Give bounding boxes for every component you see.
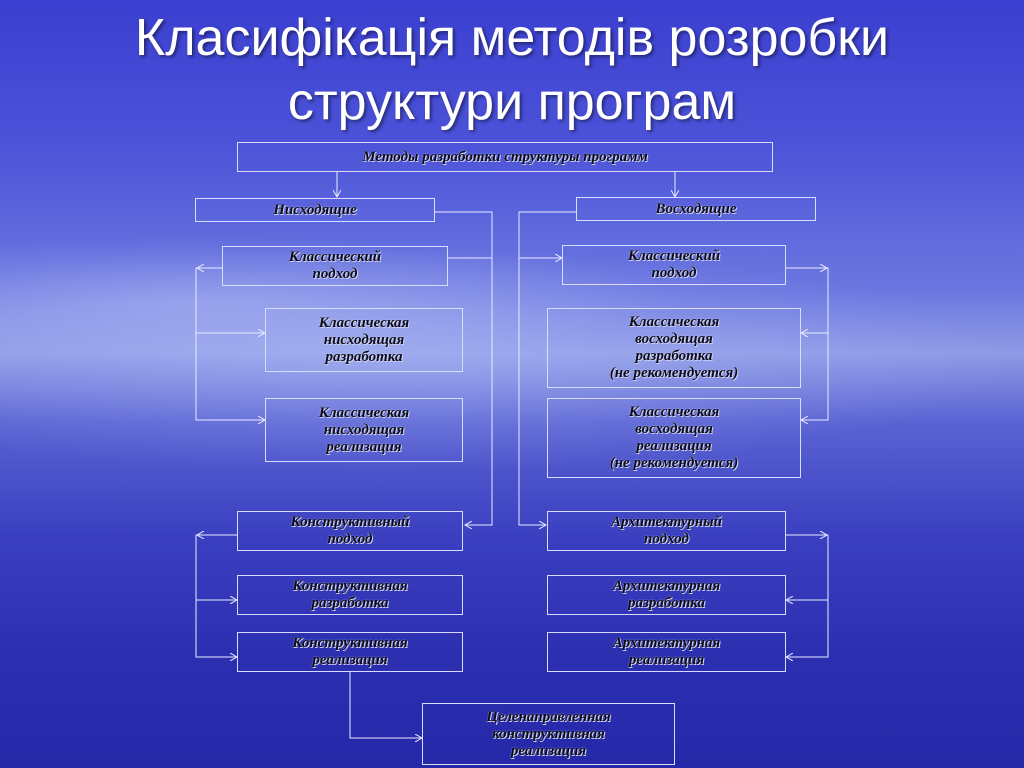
constructive-impl-box: Конструктивная реализация bbox=[237, 632, 463, 672]
right-classic-bracket bbox=[786, 267, 829, 420]
slide-title-line-1: Класифікація методів розробки bbox=[134, 9, 890, 67]
to-targeted-arrow bbox=[349, 672, 422, 738]
bottom-up-trunk bbox=[518, 211, 576, 525]
architectural-impl-box: Архитектурная реализация bbox=[547, 632, 786, 672]
slide-title: Класифікація методів розробки структури … bbox=[0, 6, 1024, 134]
left-classic-dev-box: Классическая нисходящая разработка bbox=[265, 308, 463, 372]
constructive-approach-box: Конструктивный подход bbox=[237, 511, 463, 551]
top-down-box: Нисходящие bbox=[195, 198, 435, 222]
root-box: Методы разработки структуры программ bbox=[237, 142, 773, 172]
right-classic-dev-box: Классическая восходящая разработка (не р… bbox=[547, 308, 801, 388]
architectural-approach-box: Архитектурный подход bbox=[547, 511, 786, 551]
constructive-dev-box: Конструктивная разработка bbox=[237, 575, 463, 615]
bottom-up-box: Восходящие bbox=[576, 197, 816, 221]
left-classic-impl-box: Классическая нисходящая реализация bbox=[265, 398, 463, 462]
left-classic-bracket bbox=[195, 267, 265, 420]
targeted-impl-box: Целенаправленная конструктивная реализац… bbox=[422, 703, 675, 765]
architectural-dev-box: Архитектурная разработка bbox=[547, 575, 786, 615]
left-classic-approach-box: Классический подход bbox=[222, 246, 448, 286]
slide-title-line-2: структури програм bbox=[287, 73, 737, 131]
left-constructive-bracket bbox=[195, 534, 237, 657]
top-down-trunk bbox=[435, 211, 493, 525]
right-classic-approach-box: Классический подход bbox=[562, 245, 786, 285]
right-architectural-bracket bbox=[786, 534, 829, 657]
right-classic-impl-box: Классическая восходящая реализация (не р… bbox=[547, 398, 801, 478]
